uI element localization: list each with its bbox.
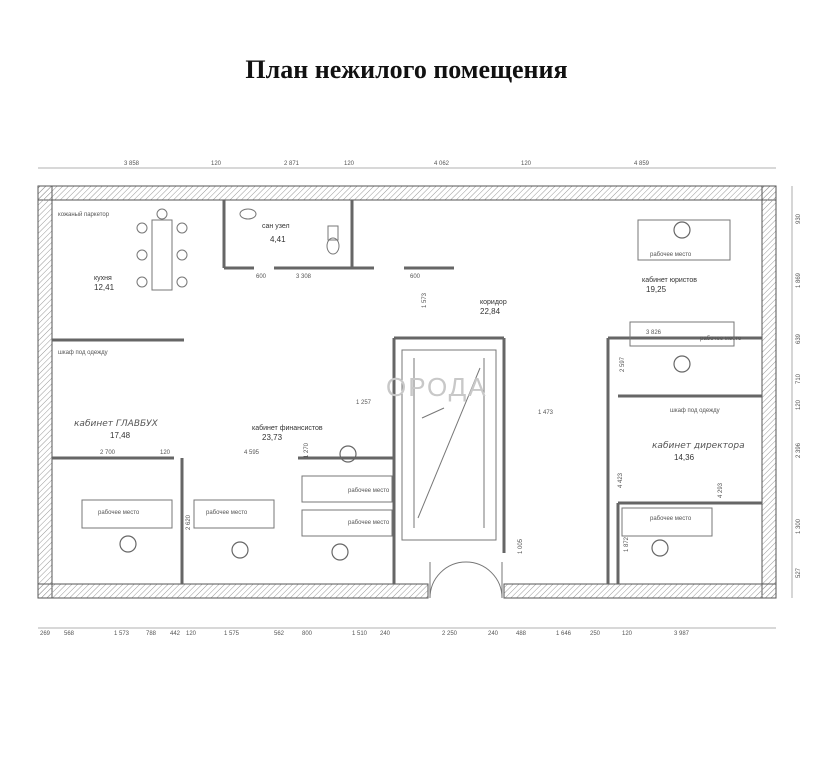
dim-inner: 2 597 bbox=[620, 356, 626, 372]
dim-top: 2 871 bbox=[284, 161, 300, 167]
dim-bottom: 120 bbox=[622, 631, 633, 637]
dim-right: 1 300 bbox=[796, 518, 802, 534]
dim-bottom: 788 bbox=[146, 631, 157, 637]
room-labels: кожаный паркетор кухня 12,41 сан узел 4,… bbox=[58, 211, 745, 462]
room-name-finance: кабинет финансистов bbox=[252, 424, 323, 432]
room-area-glavbuh: 17,48 bbox=[110, 431, 131, 440]
workplace-label: рабочее место bbox=[348, 488, 390, 494]
dim-inner: 1 270 bbox=[304, 442, 310, 458]
entry-doors bbox=[429, 561, 503, 599]
room-name-director: кабинет директора bbox=[652, 441, 745, 451]
workplace-label: рабочее место bbox=[206, 510, 248, 516]
room-area-corridor: 22,84 bbox=[480, 307, 501, 316]
kitchen-note: кожаный паркетор bbox=[58, 211, 110, 218]
wc-fixtures bbox=[239, 208, 340, 255]
room-name-wc: сан узел bbox=[262, 223, 290, 230]
dim-inner: 4 595 bbox=[244, 450, 260, 456]
workplace-label: рабочее место bbox=[98, 510, 140, 516]
room-name-lawyers: кабинет юристов bbox=[642, 276, 697, 284]
dim-inner: 4 293 bbox=[718, 482, 724, 498]
dim-inner: 3 826 bbox=[646, 330, 662, 336]
dim-inner: 4 423 bbox=[618, 472, 624, 488]
outer-walls bbox=[37, 185, 777, 599]
top-dimensions: 3 858 120 2 871 120 4 062 120 4 859 bbox=[124, 161, 650, 167]
dim-bottom: 3 987 bbox=[674, 631, 690, 637]
dim-right: 710 bbox=[796, 373, 802, 384]
room-area-director: 14,36 bbox=[674, 453, 695, 462]
dim-bottom: 1 575 bbox=[224, 631, 240, 637]
dim-inner: 2 700 bbox=[100, 450, 116, 456]
dim-top: 4 062 bbox=[434, 161, 450, 167]
dim-bottom: 120 bbox=[186, 631, 197, 637]
dim-top: 4 859 bbox=[634, 161, 650, 167]
furniture-labels: шкаф под одежду шкаф под одежду рабочее … bbox=[58, 252, 742, 526]
dim-inner: 1 005 bbox=[518, 538, 524, 554]
page-title: План нежилого помещения bbox=[245, 55, 568, 84]
dim-bottom: 442 bbox=[170, 631, 181, 637]
office-chairs bbox=[119, 221, 691, 561]
room-name-glavbuh: кабинет ГЛАВБУХ bbox=[74, 419, 159, 429]
dim-bottom: 1 646 bbox=[556, 631, 572, 637]
dim-inner: 600 bbox=[256, 274, 267, 280]
dim-bottom: 269 bbox=[40, 631, 51, 637]
dim-bottom: 1 510 bbox=[352, 631, 368, 637]
room-name-kitchen: кухня bbox=[94, 275, 112, 282]
dim-right: 1 869 bbox=[796, 272, 802, 288]
inner-dimensions: 600 3 308 600 1 573 1 257 1 473 3 826 2 … bbox=[100, 274, 724, 554]
dim-inner: 1 573 bbox=[422, 292, 428, 308]
dim-bottom: 240 bbox=[488, 631, 499, 637]
dim-right: 639 bbox=[796, 333, 802, 344]
dimension-lines bbox=[38, 167, 793, 629]
workplace-label: рабочее место bbox=[348, 520, 390, 526]
stair-core bbox=[401, 349, 497, 541]
dim-bottom: 800 bbox=[302, 631, 313, 637]
dim-top: 3 858 bbox=[124, 161, 140, 167]
kitchen-table bbox=[136, 208, 188, 291]
right-dimensions: 930 1 869 639 710 120 2 396 1 300 527 bbox=[796, 213, 802, 578]
bottom-dimensions: 269 568 1 573 788 442 120 1 575 562 800 … bbox=[40, 631, 690, 637]
dim-bottom: 2 250 bbox=[442, 631, 458, 637]
dim-top: 120 bbox=[344, 161, 355, 167]
dim-inner: 600 bbox=[410, 274, 421, 280]
dim-top: 120 bbox=[521, 161, 532, 167]
wardrobe-label: шкаф под одежду bbox=[58, 350, 108, 356]
dim-inner: 120 bbox=[160, 450, 171, 456]
room-area-kitchen: 12,41 bbox=[94, 283, 115, 292]
dim-bottom: 562 bbox=[274, 631, 285, 637]
workplace-label: рабочее место bbox=[650, 252, 692, 258]
dim-inner: 1 473 bbox=[538, 410, 554, 416]
dim-inner: 3 308 bbox=[296, 274, 312, 280]
room-area-wc: 4,41 bbox=[270, 235, 286, 244]
workplace-label: рабочее место bbox=[700, 336, 742, 342]
dim-bottom: 240 bbox=[380, 631, 391, 637]
dim-right: 120 bbox=[796, 399, 802, 410]
room-area-finance: 23,73 bbox=[262, 433, 283, 442]
dim-right: 930 bbox=[796, 213, 802, 224]
dim-bottom: 568 bbox=[64, 631, 75, 637]
wardrobe-label: шкаф под одежду bbox=[670, 408, 720, 414]
dim-bottom: 250 bbox=[590, 631, 601, 637]
interior-walls bbox=[52, 200, 762, 584]
room-name-corridor: коридор bbox=[480, 299, 507, 306]
dim-inner: 2 620 bbox=[186, 514, 192, 530]
watermark: ОРОДА bbox=[386, 372, 488, 402]
desks bbox=[81, 219, 735, 537]
room-area-lawyers: 19,25 bbox=[646, 285, 667, 294]
dim-inner: 1 257 bbox=[356, 400, 372, 406]
dim-inner: 1 872 bbox=[624, 536, 630, 552]
dim-bottom: 1 573 bbox=[114, 631, 130, 637]
floor-plan: 3 858 120 2 871 120 4 062 120 4 859 269 … bbox=[34, 158, 804, 644]
dim-bottom: 488 bbox=[516, 631, 527, 637]
dim-right: 527 bbox=[796, 567, 802, 578]
dim-right: 2 396 bbox=[796, 442, 802, 458]
workplace-label: рабочее место bbox=[650, 516, 692, 522]
dim-top: 120 bbox=[211, 161, 222, 167]
